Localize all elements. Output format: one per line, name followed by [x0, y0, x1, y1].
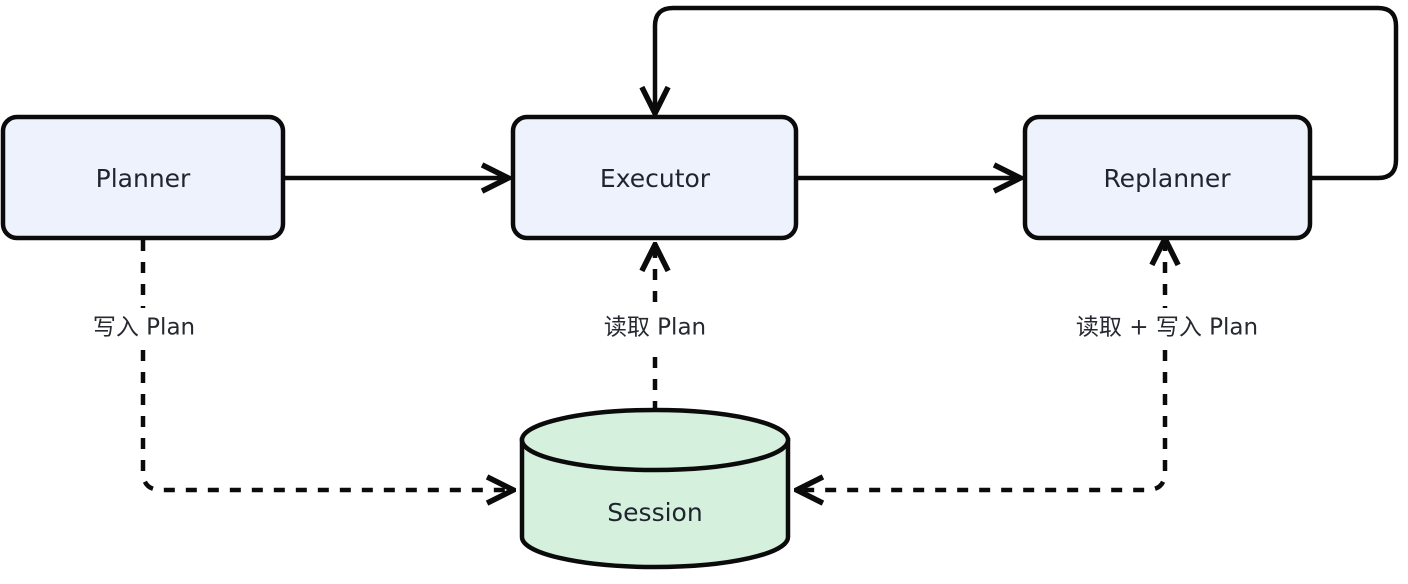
node-planner-label: Planner — [96, 164, 191, 193]
edge-planner-to-session — [140, 240, 512, 490]
edge-replanner-to-executor — [655, 5, 1399, 181]
edge-label-session-to-executor: 读取 Plan — [578, 308, 732, 346]
node-executor[interactable]: Executor — [510, 114, 799, 241]
edge-label-session-to-executor-bg — [578, 308, 732, 346]
edge-label-session-to-replanner: 读取 + 写入 Plan — [1053, 308, 1281, 346]
edge-label-planner-to-session-bg — [60, 308, 228, 346]
node-planner[interactable]: Planner — [0, 114, 286, 241]
edge-label-session-to-replanner-bg — [1053, 308, 1281, 346]
node-replanner[interactable]: Replanner — [1022, 114, 1313, 241]
node-replanner-label: Replanner — [1103, 164, 1231, 193]
node-planner-shape[interactable] — [0, 114, 286, 241]
node-replanner-shape[interactable] — [1022, 114, 1313, 241]
node-session-body[interactable] — [519, 437, 791, 570]
node-session[interactable]: Session — [519, 407, 791, 570]
node-session-label: Session — [607, 498, 702, 527]
edge-session-to-replanner — [798, 240, 1165, 490]
node-session-top — [519, 407, 791, 473]
node-executor-label: Executor — [600, 164, 711, 193]
node-executor-shape[interactable] — [510, 114, 799, 241]
edge-label-session-to-replanner-text: 读取 + 写入 Plan — [1076, 315, 1258, 341]
edge-label-planner-to-session: 写入 Plan — [60, 308, 228, 346]
edge-label-session-to-executor-text: 读取 Plan — [604, 315, 706, 341]
edge-label-planner-to-session-text: 写入 Plan — [93, 315, 195, 341]
